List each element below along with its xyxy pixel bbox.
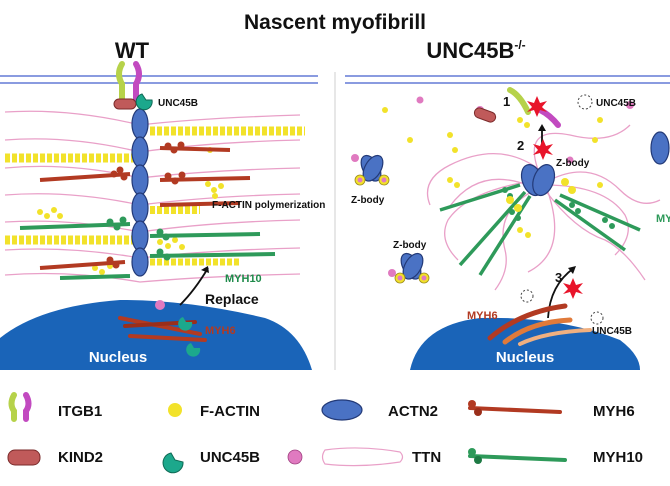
mutant-myosin-bundle [487,303,592,346]
legend-actn2-icon [321,399,363,421]
step-3-label: 3 [555,270,562,285]
wt-factin-filaments [5,126,305,266]
wt-myh6-label: MYH6 [205,325,236,337]
zbody-edge-icon [650,131,670,165]
step-2-arrowhead [538,124,546,131]
mutant-itgb1-icon [507,87,561,128]
unc45b-absent-icon [520,289,534,303]
step-2-label: 2 [517,138,524,153]
wt-ttn-dot [155,300,165,310]
legend-f-actin-icon [168,403,182,417]
figure-title: Nascent myofibrill [244,11,426,34]
star-icon [563,278,583,299]
wt-kind2-icon [113,98,137,110]
legend-label: F-ACTIN [200,403,260,420]
legend: ITGB1 F-ACTIN ACTN2 MYH6 KIND2 UNC45B TT… [7,392,643,474]
unc45b-absent-icon [577,94,593,110]
unc45b-absent-icon [590,311,604,325]
wt-nucleus-label: Nucleus [89,349,147,366]
zbody-left-label: Z-body [351,195,385,206]
mutant-kind2-icon [473,107,497,123]
legend-ttn-icon [321,447,404,467]
wt-unc45b-icon-2 [178,317,193,331]
wt-panel: WT Nucleus [0,38,325,370]
zbody-center-label: Z-body [556,158,590,169]
zbody-left-icon [354,151,390,186]
legend-label: ACTN2 [388,403,438,420]
wt-unc45b-icon [135,93,153,111]
zbody-low-icon [394,249,430,284]
zbody-low-label: Z-body [393,240,427,251]
mutant-myh6-label: MYH6 [467,310,498,322]
mutant-heading-text: UNC45B [426,38,514,63]
wt-replace-arrowhead [201,266,209,273]
wt-replace-arrow [179,267,209,306]
wt-factin-label: F-ACTIN polymerization [212,200,325,211]
star-icon [527,96,547,117]
legend-kind2-icon [7,449,41,466]
mutant-unc45b-top-label: UNC45B [596,98,636,109]
mutant-panel: UNC45B-/- Nucleus [345,38,670,370]
step-3-arrowhead [568,266,576,274]
legend-label: UNC45B [200,449,260,466]
mutant-unc45b-bottom-label: UNC45B [592,326,632,337]
wt-heading: WT [115,38,150,63]
wt-itgb1-icon [116,61,142,103]
mutant-edge-label: MY [656,213,670,225]
star-icon [533,139,553,160]
legend-ttn-dot-icon [287,449,303,465]
legend-myh6-icon [468,400,562,416]
legend-label: TTN [412,449,441,466]
legend-label: MYH10 [593,449,643,466]
legend-itgb1-icon [8,392,32,422]
mutant-myh10-filaments [439,183,641,276]
wt-myh6-heads [106,141,186,269]
legend-label: ITGB1 [58,403,102,420]
mutant-nucleus-label: Nucleus [496,349,554,366]
wt-unc45b-label: UNC45B [158,98,198,109]
zbody-center-icon [520,164,556,197]
wt-myh10-heads [106,216,171,261]
step-1-label: 1 [503,94,510,109]
legend-label: KIND2 [58,449,103,466]
mutant-factin-monomers [382,107,603,238]
wt-unc45b-icon-3 [186,343,201,357]
step-3-arrow [547,267,575,319]
wt-actn2-chain [131,108,149,277]
legend-myh10-icon [468,448,567,464]
mutant-heading: UNC45B-/- [426,38,525,63]
wt-nucleus [0,300,312,370]
mutant-heading-sup: -/- [514,38,525,52]
wt-replace-label: Replace [205,291,259,307]
legend-unc45b-icon [162,452,184,474]
wt-myh10-label: MYH10 [225,273,262,285]
legend-label: MYH6 [593,403,635,420]
